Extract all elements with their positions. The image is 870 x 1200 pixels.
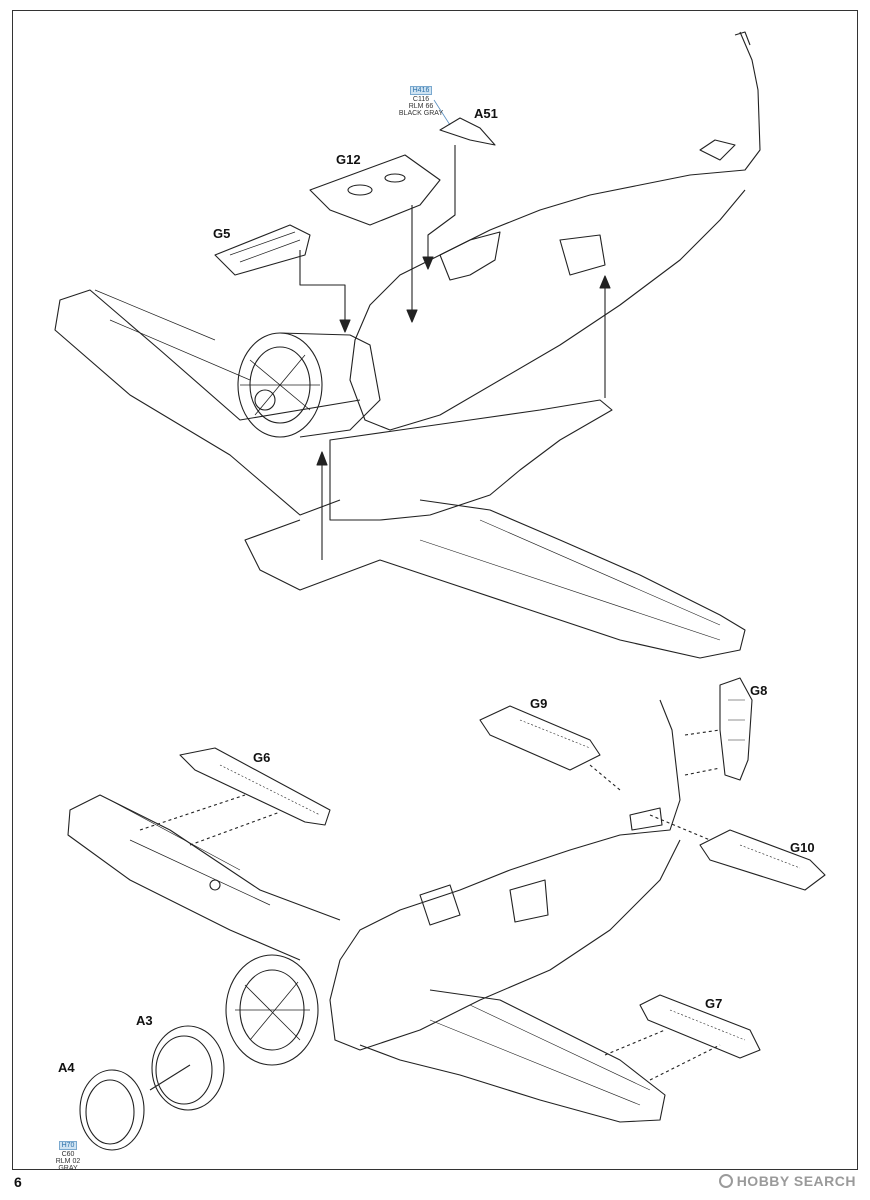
part-a4-shape xyxy=(79,1069,145,1151)
bottom-aircraft xyxy=(67,699,721,1123)
fuselage-outline-2 xyxy=(329,699,681,1051)
arrowhead xyxy=(406,309,418,323)
right-wing-lines-2 xyxy=(429,1004,651,1106)
page-number: 6 xyxy=(14,1174,22,1190)
page-frame xyxy=(12,10,858,1170)
arrowhead xyxy=(339,319,351,333)
guide-a3 xyxy=(149,1064,191,1091)
label-g5: G5 xyxy=(213,226,231,241)
right-wing xyxy=(244,499,746,659)
right-wing-2 xyxy=(359,989,666,1123)
paint-id: C60 xyxy=(61,1151,75,1158)
access-panel-2 xyxy=(509,879,549,923)
top-aircraft xyxy=(54,31,761,659)
wing-marker xyxy=(209,879,221,891)
label-g9: G9 xyxy=(530,696,548,711)
guide-g8 xyxy=(684,729,721,776)
left-wing-lines-2 xyxy=(109,799,271,906)
tail-wheel-detail xyxy=(629,807,663,831)
paint-name: RLM 02 xyxy=(55,1158,81,1165)
part-g8-shape xyxy=(719,677,753,781)
paint-id: C116 xyxy=(412,96,430,103)
engine-detail xyxy=(240,354,320,416)
arrowhead xyxy=(422,256,434,270)
hobby-search-logo-icon xyxy=(718,1174,733,1188)
fuselage-outline xyxy=(349,31,761,431)
guide-line-g5 xyxy=(299,250,346,330)
left-wing xyxy=(54,289,361,516)
right-wing-lines xyxy=(419,519,721,641)
wing-center-section xyxy=(329,399,613,521)
guide-g7 xyxy=(604,1029,721,1081)
engine-hub xyxy=(254,389,276,411)
arrowhead xyxy=(316,451,328,466)
left-wing-2 xyxy=(67,794,341,961)
guide-line-a51 xyxy=(427,145,456,265)
label-g12: G12 xyxy=(336,152,361,167)
engine-detail-2 xyxy=(235,981,310,1041)
part-a3-shape xyxy=(151,1025,225,1111)
label-a51: A51 xyxy=(474,106,498,121)
paint-color: GRAY xyxy=(58,1165,78,1172)
watermark-text: HOBBY SEARCH xyxy=(736,1173,856,1189)
arrowhead xyxy=(599,275,611,289)
engine-cowl-2 xyxy=(225,954,319,1066)
cockpit-opening-2 xyxy=(419,884,461,926)
tail-detail xyxy=(699,31,751,161)
label-g6: G6 xyxy=(253,750,271,765)
guide-g6-a xyxy=(139,794,246,831)
label-g8: G8 xyxy=(750,683,768,698)
part-g5-shape xyxy=(214,224,311,276)
paint-code: H416 xyxy=(409,86,433,95)
paint-callout-rlm66: H416 C116 RLM 66 BLACK GRAY xyxy=(398,80,444,117)
paint-callout-rlm02: H70 C60 RLM 02 GRAY xyxy=(48,1135,88,1172)
cowl-ring xyxy=(279,332,381,438)
cockpit-opening xyxy=(439,231,501,281)
paint-code: H70 xyxy=(58,1141,78,1150)
part-g7-shape xyxy=(639,994,761,1059)
watermark: HOBBY SEARCH xyxy=(718,1173,856,1189)
guide-g10 xyxy=(649,814,711,841)
paint-color: BLACK GRAY xyxy=(398,110,444,117)
guide-g6-b xyxy=(189,811,281,846)
label-a3: A3 xyxy=(136,1013,153,1028)
paint-name: RLM 66 xyxy=(408,103,434,110)
part-g10-shape xyxy=(699,829,826,891)
part-g6-shape xyxy=(179,747,331,826)
part-g9-shape xyxy=(479,705,601,771)
label-g10: G10 xyxy=(790,840,815,855)
part-g12-shape xyxy=(309,154,441,226)
part-a51-shape xyxy=(439,117,496,146)
left-wing-lines xyxy=(94,289,251,381)
label-g7: G7 xyxy=(705,996,723,1011)
callout-leader xyxy=(433,99,451,126)
label-a4: A4 xyxy=(58,1060,75,1075)
access-panel xyxy=(559,234,606,276)
guide-g9 xyxy=(589,764,621,791)
